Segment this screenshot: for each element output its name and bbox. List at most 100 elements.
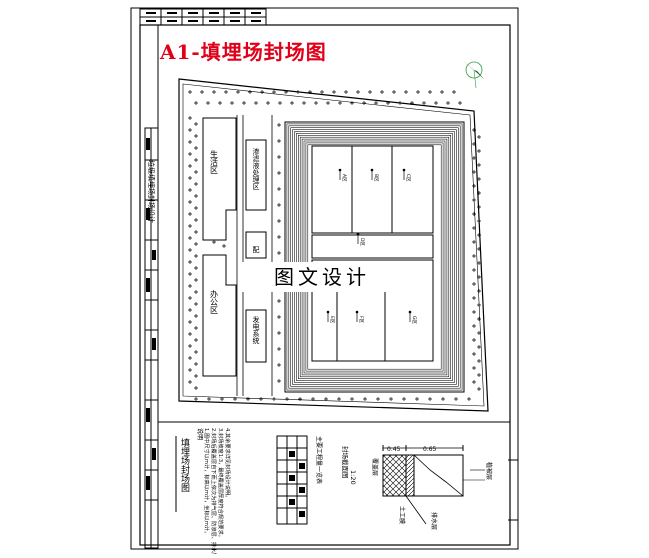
vegetation-marker bbox=[188, 176, 192, 180]
vegetation-marker bbox=[410, 101, 414, 105]
landfill-contours bbox=[284, 121, 465, 393]
vegetation-marker bbox=[194, 278, 198, 282]
vegetation-marker bbox=[218, 101, 222, 105]
vegetation-marker bbox=[472, 170, 476, 174]
cell-label-dot bbox=[355, 310, 359, 314]
vegetation-marker bbox=[477, 289, 481, 293]
vegetation-marker bbox=[188, 116, 192, 120]
vegetation-marker bbox=[188, 320, 192, 324]
notes-line-1: 1.图中尺寸以m计，标高以m计，坐标以m计。 bbox=[203, 428, 211, 536]
vegetation-marker bbox=[422, 101, 426, 105]
vegetation-marker bbox=[477, 163, 481, 167]
vegetation-marker bbox=[458, 101, 462, 105]
vegetation-marker bbox=[477, 331, 481, 335]
vegetation-marker bbox=[194, 302, 198, 306]
vegetation-marker bbox=[314, 101, 318, 105]
section-bottom-label-1: 土工膜 bbox=[398, 506, 406, 524]
vegetation-marker bbox=[194, 326, 198, 330]
vegetation-marker bbox=[194, 218, 198, 222]
vegetation-marker bbox=[472, 142, 476, 146]
vegetation-marker bbox=[296, 90, 300, 94]
section-bottom-label-2: 排水层 bbox=[430, 512, 438, 530]
vegetation-marker bbox=[472, 184, 476, 188]
vegetation-marker bbox=[194, 101, 198, 105]
section-left-label: 覆盖层 bbox=[371, 458, 379, 476]
vegetation-marker bbox=[277, 347, 281, 351]
zone-living-label: 生活区 bbox=[210, 149, 219, 174]
vegetation-marker bbox=[441, 397, 445, 401]
drawing-name: 填埋场封场图 bbox=[179, 437, 190, 493]
vegetation-marker bbox=[277, 171, 281, 175]
vegetation-marker bbox=[233, 397, 237, 401]
vegetation-marker bbox=[212, 90, 216, 94]
vegetation-marker bbox=[392, 90, 396, 94]
bottom-right-ticks bbox=[508, 459, 518, 521]
inner-frame bbox=[139, 24, 511, 546]
cell-label: C区 bbox=[405, 174, 411, 182]
vegetation-marker bbox=[194, 397, 198, 401]
vegetation-marker bbox=[188, 164, 192, 168]
vegetation-marker bbox=[194, 350, 198, 354]
vegetation-marker bbox=[188, 188, 192, 192]
vegetation-marker bbox=[188, 356, 192, 360]
vegetation-marker bbox=[477, 317, 481, 321]
vegetation-marker bbox=[472, 226, 476, 230]
vegetation-marker bbox=[472, 352, 476, 356]
notes-line-4: 4.其余要求详见封场设计说明。 bbox=[224, 428, 232, 500]
vegetation-marker bbox=[194, 374, 198, 378]
vegetation-marker bbox=[472, 338, 476, 342]
notes-line-2: 2.封场后覆盖层自下而上依次为排气层、防渗层、排水层、植被层。 bbox=[210, 428, 218, 554]
vegetation-marker bbox=[194, 158, 198, 162]
vegetation-marker bbox=[212, 240, 216, 244]
vegetation-marker bbox=[472, 212, 476, 216]
vegetation-marker bbox=[402, 397, 406, 401]
page-title: A1-填埋场封场图 bbox=[160, 40, 327, 64]
vegetation-marker bbox=[277, 315, 281, 319]
vegetation-marker bbox=[188, 224, 192, 228]
vegetation-marker bbox=[277, 123, 281, 127]
contour-line bbox=[288, 125, 461, 389]
zone-leachate-label: 渗滤液处理区 bbox=[252, 147, 260, 190]
vegetation-marker bbox=[308, 90, 312, 94]
vegetation-marker bbox=[477, 387, 481, 391]
section-dim-left: 0.45 bbox=[387, 446, 401, 453]
vegetation-marker bbox=[477, 359, 481, 363]
vegetation-marker bbox=[311, 397, 315, 401]
vegetation-marker bbox=[477, 191, 481, 195]
vegetation-marker bbox=[337, 397, 341, 401]
vegetation-marker bbox=[363, 397, 367, 401]
vegetation-marker bbox=[356, 90, 360, 94]
vegetation-marker bbox=[477, 135, 481, 139]
vegetation-marker bbox=[236, 90, 240, 94]
watermark-label: 图文设计 bbox=[241, 262, 403, 292]
contour-line bbox=[290, 127, 459, 387]
vegetation-marker bbox=[194, 170, 198, 174]
left-vertical-strip: 垃圾填埋场封场设计 bbox=[144, 25, 159, 549]
vegetation-marker bbox=[477, 373, 481, 377]
section-title-block: 封场截面图 1:20 bbox=[341, 446, 357, 485]
vegetation-marker bbox=[467, 397, 471, 401]
cell-label: E区 bbox=[329, 316, 335, 324]
vegetation-marker bbox=[374, 101, 378, 105]
vegetation-marker bbox=[188, 212, 192, 216]
vegetation-marker bbox=[278, 101, 282, 105]
vegetation-marker bbox=[472, 240, 476, 244]
cell-label-dot bbox=[326, 310, 330, 314]
vegetation-marker bbox=[200, 90, 204, 94]
vegetation-marker bbox=[477, 247, 481, 251]
vegetation-marker bbox=[277, 331, 281, 335]
vegetation-marker bbox=[222, 244, 226, 248]
vegetation-marker bbox=[277, 187, 281, 191]
contour-line bbox=[298, 135, 451, 379]
cell-label: A区 bbox=[341, 174, 347, 182]
vegetation-marker bbox=[338, 101, 342, 105]
vegetation-marker bbox=[277, 299, 281, 303]
vegetation-marker bbox=[230, 101, 234, 105]
vegetation-marker bbox=[194, 338, 198, 342]
vegetation-marker bbox=[386, 101, 390, 105]
vegetation-marker bbox=[194, 146, 198, 150]
vegetation-marker bbox=[477, 205, 481, 209]
vegetation-marker bbox=[332, 90, 336, 94]
vegetation-marker bbox=[206, 101, 210, 105]
